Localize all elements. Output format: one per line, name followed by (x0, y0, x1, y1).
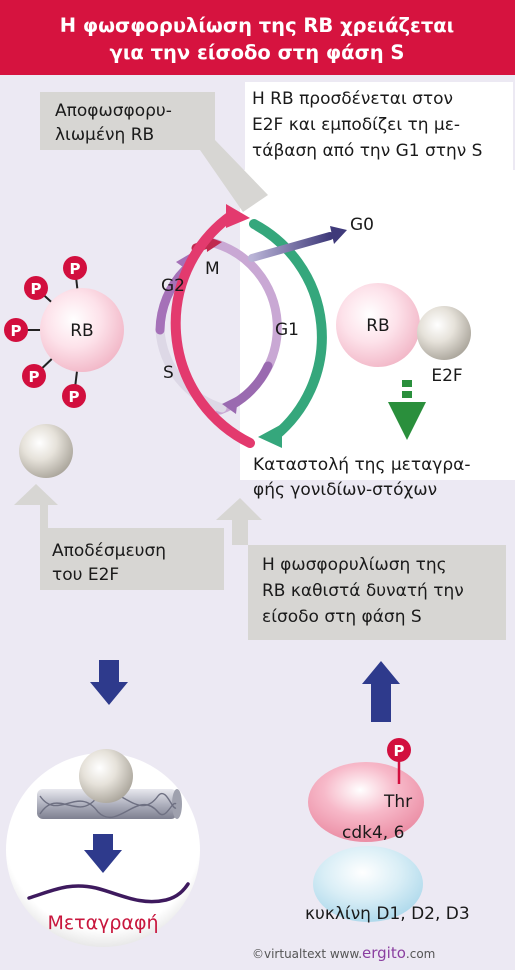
svg-text:P: P (394, 742, 405, 760)
phosphate-3: P (4, 318, 28, 342)
g0-arrowhead (330, 226, 347, 244)
copyright-suffix: .com (406, 947, 435, 961)
title-line-2: για την είσοδο στη φάση S (110, 41, 405, 64)
e2f-bound-ball (417, 306, 471, 360)
phosphate-1: P (63, 256, 87, 280)
callout-dephospho-rb (40, 92, 268, 212)
thr-label: Thr (383, 792, 412, 812)
cdk-ellipse (308, 762, 424, 842)
g0-arrow-shaft (248, 232, 334, 262)
svg-text:P: P (29, 368, 40, 386)
title-line-1: Η φωσφορυλίωση της RB χρειάζεται (60, 14, 455, 37)
repression-arrow (388, 380, 426, 440)
callout-phospho-allows-s-line-2: RB καθιστά δυνατή την (262, 581, 464, 601)
title-banner (0, 0, 515, 75)
callout-e2f-release (14, 484, 224, 590)
copyright: ©virtualtext www.ergito.com (252, 944, 435, 962)
copyright-prefix: ©virtualtext www. (252, 947, 362, 961)
transcription-label: Μεταγραφή (47, 912, 158, 934)
inner-arc-s (155, 325, 227, 413)
callout-dephospho-rb-line-1: Αποφωσφορυ- (55, 101, 172, 121)
callout-e2f-release-line-1: Αποδέσμευση (52, 541, 166, 561)
repression-text-line-1: Καταστολή της μεταγρα- (253, 455, 470, 475)
outer-arc-green (249, 219, 327, 441)
callout-phospho-allows-s (216, 498, 506, 640)
cdk-label: cdk4, 6 (342, 823, 404, 843)
label-s: S (163, 363, 174, 383)
dna-cylinder-end (172, 789, 182, 819)
callout-rb-binds-e2f (245, 82, 513, 170)
callout-e2f-release-line-2: του E2F (52, 565, 119, 585)
e2f-free-ball (19, 424, 73, 478)
phospho-rb-group: RB P P P P P (4, 256, 124, 408)
outer-arrowhead-pink (226, 204, 250, 228)
thr-phosphate: P (387, 738, 411, 762)
dna-cylinder (37, 789, 177, 819)
phosphate-4: P (22, 364, 46, 388)
callout-dephospho-rb-line-2: λιωμένη RB (55, 125, 154, 145)
blue-arrow-up-right (362, 661, 400, 722)
cyclin-label: κυκλίνη D1, D2, D3 (305, 904, 470, 924)
label-m: M (205, 259, 220, 279)
rb-bound-ball (336, 283, 420, 367)
blue-arrow-transcription (84, 834, 122, 873)
callout-phospho-allows-s-line-1: Η φωσφορυλίωση της (262, 555, 447, 575)
cyclin-ellipse (313, 846, 423, 922)
outer-arc-pink (170, 210, 255, 448)
svg-text:P: P (11, 322, 22, 340)
rb-phosphorylated-ball (40, 288, 124, 372)
rb-phosphorylated-label: RB (70, 321, 93, 341)
repression-text-line-2: φής γονιδίων-στόχων (253, 480, 437, 500)
phosphate-2: P (24, 276, 48, 300)
callout-rb-binds-e2f-line-2: E2F και εμποδίζει τη με- (252, 115, 460, 135)
label-g0: G0 (350, 215, 374, 235)
svg-text:P: P (31, 280, 42, 298)
copyright-brand: ergito (362, 944, 406, 962)
e2f-bound-label: E2F (431, 366, 462, 386)
callout-rb-binds-e2f-line-3: τάβαση από την G1 στην S (252, 141, 482, 161)
callout-phospho-allows-s-line-3: είσοδο στη φάση S (262, 607, 422, 627)
phosphate-5: P (62, 384, 86, 408)
inner-arrowhead-s (222, 396, 238, 414)
rb-bound-label: RB (366, 316, 389, 336)
callout-rb-binds-e2f-line-1: Η RB προσδένεται στον (252, 89, 453, 109)
label-g2: G2 (161, 276, 185, 296)
outer-arrowhead-green (258, 424, 282, 448)
e2f-on-dna-ball (79, 749, 133, 803)
mrna-line (27, 882, 190, 904)
blue-arrow-down-left (90, 660, 128, 705)
svg-text:P: P (70, 260, 81, 278)
svg-text:P: P (69, 388, 80, 406)
label-g1: G1 (275, 320, 299, 340)
